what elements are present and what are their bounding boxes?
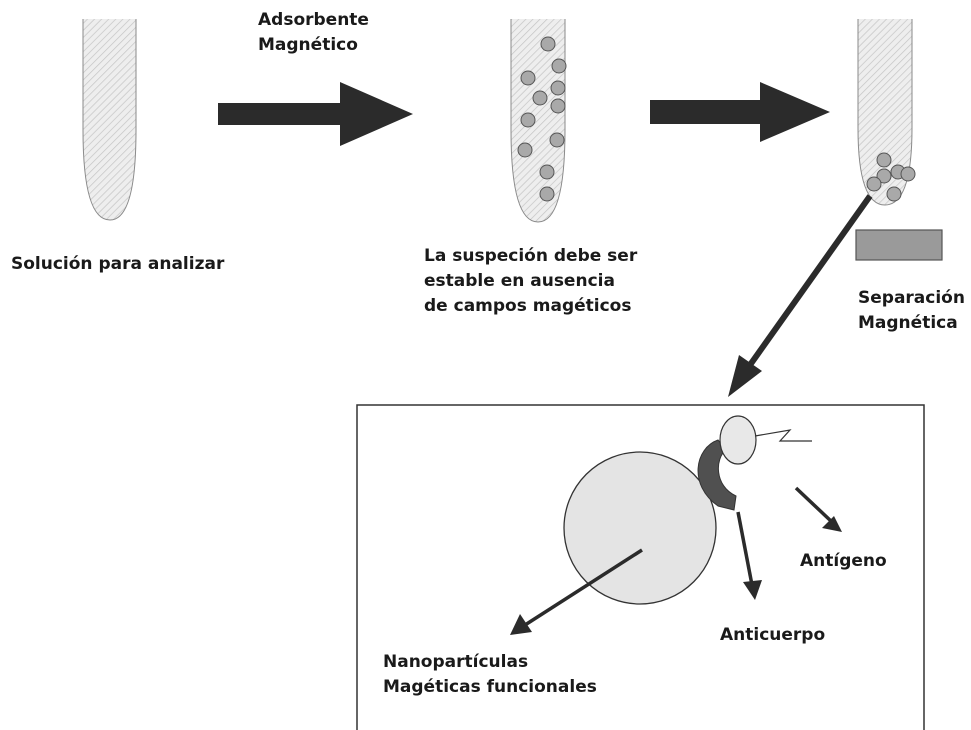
adsorbent-label-line: Adsorbente <box>258 10 369 30</box>
particle <box>549 132 565 148</box>
particle <box>539 186 555 202</box>
arrow-adsorbent <box>218 82 413 146</box>
suspended-particles <box>517 36 567 202</box>
particle <box>886 186 902 202</box>
pointer-nanoparticle-head <box>510 614 532 635</box>
nanoparticle-label: Nanopartículas Magéticas funcionales <box>383 650 597 700</box>
particle <box>520 70 536 86</box>
particle <box>876 168 892 184</box>
separation-label-line: Magnética <box>858 313 958 333</box>
particle <box>539 164 555 180</box>
antigen-label: Antígeno <box>800 549 887 574</box>
pointer-antigen-line <box>794 486 834 524</box>
particle <box>520 112 536 128</box>
suspension-label-line: La suspeción debe ser <box>424 246 638 266</box>
sample-label-line: Solución para analizar <box>11 254 225 274</box>
suspension-label-line: de campos magéticos <box>424 296 632 316</box>
separated-particles <box>866 152 916 202</box>
particle <box>866 176 882 192</box>
particle <box>550 80 566 96</box>
magnet-icon <box>855 229 943 261</box>
antigen-shape <box>719 415 757 465</box>
particle <box>550 98 566 114</box>
particle <box>517 142 533 158</box>
arrow-to-detail <box>747 194 873 367</box>
particle <box>540 36 556 52</box>
pointer-antibody-line <box>736 511 754 586</box>
particle <box>532 90 548 106</box>
antigen-label-line: Antígeno <box>800 551 887 571</box>
adsorbent-label-line: Magnético <box>258 35 358 55</box>
separation-label: Separación Magnética <box>858 286 965 336</box>
pointer-antigen-head <box>822 516 842 532</box>
suspension-label-line: estable en ausencia <box>424 271 615 291</box>
suspension-label: La suspeción debe ser estable en ausenci… <box>424 244 637 319</box>
pointer-nanoparticle-line <box>524 548 643 627</box>
adsorbent-label: Adsorbente Magnético <box>258 8 369 58</box>
nanoparticle-label-line: Magéticas funcionales <box>383 677 597 697</box>
separation-label-line: Separación <box>858 288 965 308</box>
arrow-to-detail-head <box>728 355 762 397</box>
detail-box <box>356 404 925 730</box>
test-tube-separated-icon <box>857 19 913 206</box>
test-tube-empty-icon <box>82 19 137 221</box>
antibody-label-line: Anticuerpo <box>720 625 826 645</box>
particle <box>876 152 892 168</box>
sample-label: Solución para analizar <box>11 252 224 277</box>
pointer-antibody-head <box>743 580 762 600</box>
arrow-separation <box>650 82 830 142</box>
particle <box>551 58 567 74</box>
antibody-label: Anticuerpo <box>720 623 825 648</box>
antibody-shape <box>697 439 737 511</box>
nanoparticle <box>563 451 717 605</box>
antigen-tail <box>754 429 812 442</box>
particle <box>900 166 916 182</box>
nanoparticle-label-line: Nanopartículas <box>383 652 529 672</box>
test-tube-suspension-icon <box>510 19 566 223</box>
